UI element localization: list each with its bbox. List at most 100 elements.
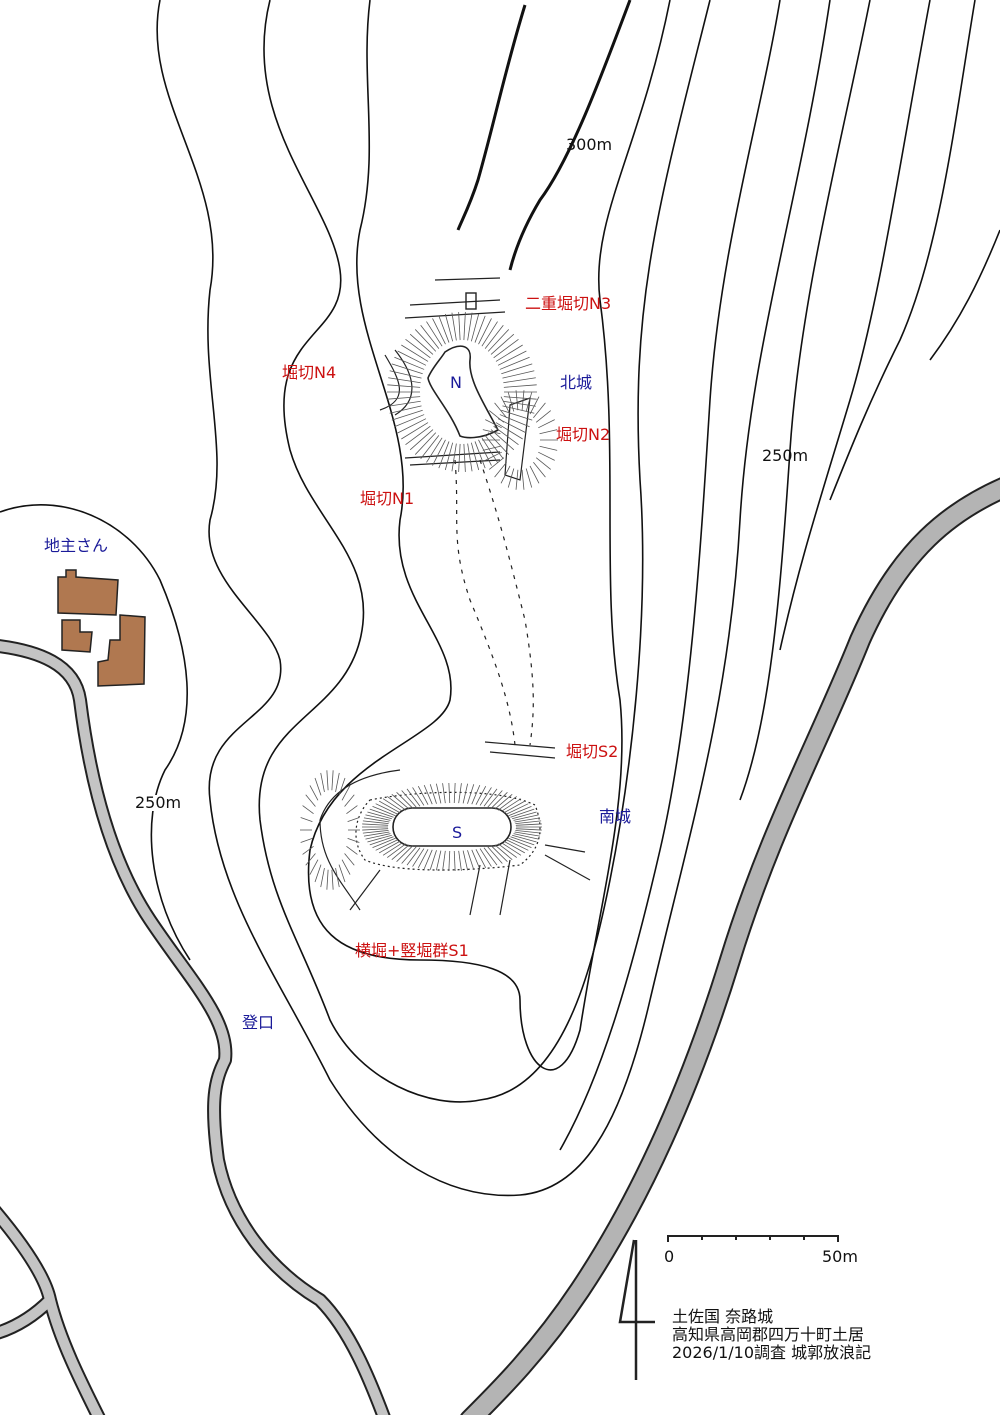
hachure-mark: [503, 800, 526, 814]
hachure-mark: [539, 429, 558, 435]
side-road-bottom-left: [0, 1205, 106, 1415]
hachure-mark: [495, 344, 523, 362]
hachure-mark: [438, 315, 450, 343]
hachure-mark: [529, 465, 540, 484]
hachure-mark: [503, 384, 537, 388]
hachure-mark: [525, 392, 533, 412]
hachure-mark: [435, 783, 442, 804]
hachure-mark: [309, 859, 319, 875]
hachure-mark: [389, 370, 422, 379]
hachure-mark: [506, 839, 529, 851]
hachure-mark: [326, 869, 329, 890]
hachure-mark: [478, 318, 492, 345]
label-moats-s1: 横堀+竪堀群S1: [355, 941, 469, 960]
hachure-mark: [501, 363, 533, 375]
hachure-mark: [365, 833, 391, 840]
hachure-mark: [335, 772, 340, 793]
title-survey-credit: 2026/1/10調査 城郭放浪記: [672, 1343, 872, 1362]
contour-line: [559, 0, 781, 1151]
scale-bar: [667, 1235, 839, 1242]
hachure-mark: [497, 350, 527, 366]
label-enclosure-n: N: [450, 373, 462, 392]
hachure-mark: [493, 339, 519, 359]
label-enclosure-s: S: [452, 823, 463, 842]
hachure-mark: [406, 788, 421, 807]
ridge-path: [454, 459, 516, 746]
hachure-mark: [341, 859, 351, 875]
hachure-mark: [475, 849, 487, 868]
hachure-mark: [335, 867, 340, 888]
hachure-mark: [420, 324, 440, 349]
hachure-mark: [331, 869, 334, 890]
hachure-mark: [362, 828, 389, 831]
hachure-mark: [515, 390, 519, 411]
hachure-mark: [300, 817, 313, 823]
scale-end: 50m: [822, 1247, 858, 1266]
hachure-mark: [387, 384, 421, 388]
hachure-mark: [448, 783, 451, 804]
hachure-mark: [426, 437, 443, 463]
hachure-mark: [506, 803, 529, 815]
hachure-mark: [462, 850, 469, 871]
hachure-mark: [387, 796, 407, 811]
label-trailhead: 登口: [242, 1013, 275, 1032]
hachure-mark: [471, 849, 481, 870]
hachure-mark: [426, 321, 443, 347]
hachure-mark: [482, 429, 501, 435]
hachure-mark: [305, 853, 316, 866]
hachure-mark: [494, 793, 513, 810]
hachure-mark: [494, 844, 513, 861]
hachure-mark: [429, 850, 437, 870]
hachure-mark: [397, 350, 427, 366]
hachure-mark: [487, 790, 503, 808]
hachure-mark: [489, 410, 505, 423]
hachure-mark: [483, 847, 498, 866]
hachure-mark: [515, 469, 519, 490]
hachure-mark: [429, 784, 437, 804]
hachure-mark: [500, 465, 511, 484]
hachure-mark: [442, 783, 446, 804]
label-south-castle: 南城: [599, 807, 632, 826]
hachure-mark: [338, 864, 346, 883]
hachure-mark: [539, 445, 558, 451]
contour-line: [779, 0, 931, 651]
roads: [0, 477, 1000, 1415]
hachure-mark: [491, 845, 508, 862]
hachure-mark: [387, 843, 407, 858]
hachure-mark: [363, 831, 390, 837]
hachure-mark: [508, 805, 532, 817]
hachure-mark: [503, 377, 536, 384]
hachure-mark: [300, 837, 313, 843]
hachure-mark: [458, 312, 461, 341]
hachure-mark: [346, 805, 358, 815]
contour-line-300m: [508, 0, 632, 271]
hachure-mark: [482, 445, 501, 451]
title-location: 高知県高岡郡四万十町土居: [672, 1325, 865, 1344]
hachure-mark: [420, 435, 440, 460]
hachure-mark: [503, 396, 537, 400]
hachure-mark: [401, 846, 417, 864]
hachure-mark: [494, 402, 507, 418]
landowner-house: [97, 614, 146, 687]
hachure-mark: [500, 842, 522, 856]
hachure-mark: [444, 442, 454, 471]
hachure-mark: [405, 425, 431, 445]
label-cut-s2: 堀切S2: [566, 742, 619, 761]
hachure-mark: [512, 811, 537, 820]
hachure-mark: [438, 441, 450, 469]
hachure-mark: [401, 344, 429, 362]
buildings: [57, 569, 146, 687]
hachure-mark: [346, 845, 358, 855]
hachure-mark: [362, 823, 389, 826]
scale-start: 0: [664, 1247, 675, 1266]
hachure-mark: [372, 837, 396, 849]
hachure-mark: [515, 820, 542, 825]
hachure-mark: [382, 842, 404, 856]
hachure-mark: [535, 457, 551, 470]
hachure-mark: [302, 805, 314, 815]
hachure-mark: [474, 441, 486, 469]
hachure-mark: [507, 468, 515, 488]
hachure-mark: [432, 318, 446, 345]
hachure-mark: [388, 400, 421, 407]
